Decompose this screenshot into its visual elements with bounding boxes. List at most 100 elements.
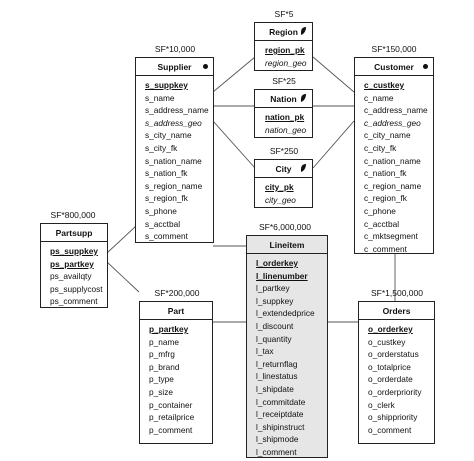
customer-field: c_city_fk (364, 142, 397, 153)
orders-title: Orders (382, 305, 411, 316)
orders-scale-label: SF*1,500,000 (371, 288, 423, 298)
link-customer-region (312, 56, 355, 93)
part-scale-label: SF*200,000 (154, 288, 200, 298)
orders-field: o_orderpriority (368, 386, 422, 397)
customer-field: c_nation_fk (364, 168, 407, 179)
region-scale-label: SF*5 (274, 9, 294, 19)
city-field: city_pk (265, 182, 294, 192)
customer-field: c_region_fk (364, 193, 407, 204)
customer-field: c_mktsegment (364, 231, 418, 242)
region-table: Region region_pk region_geo (254, 22, 313, 71)
lineitem-field: l_receiptdate (256, 409, 304, 420)
supplier-field: s_suppkey (145, 80, 188, 90)
part-field: p_container (149, 399, 193, 410)
lineitem-field: l_partkey (256, 283, 290, 294)
nation-scale-label: SF*25 (272, 76, 296, 86)
partsupp-field: ps_supplycost (50, 283, 103, 294)
partsupp-title: Partsupp (55, 227, 93, 238)
nation-field: nation_geo (265, 124, 307, 135)
lineitem-field: l_orderkey (256, 258, 298, 268)
region-field: region_geo (265, 57, 307, 68)
nation-table: Nation nation_pk nation_geo (254, 89, 313, 138)
orders-field: o_clerk (368, 399, 395, 410)
part-header: Part (140, 302, 212, 320)
customer-field: c_custkey (364, 80, 405, 90)
lineitem-field: l_shipmode (256, 434, 299, 445)
lineitem-header: Lineitem (247, 236, 327, 254)
region-header: Region (255, 23, 312, 41)
partsupp-field: ps_availqty (50, 271, 92, 282)
region-title: Region (269, 26, 298, 37)
customer-field: c_address_name (364, 105, 428, 116)
supplier-field: s_address_geo (145, 117, 202, 128)
part-field: p_type (149, 374, 174, 385)
supplier-field: s_nation_name (145, 155, 202, 166)
lineitem-field: l_linestatus (256, 371, 298, 382)
nation-header: Nation (255, 90, 312, 108)
link-partsupp-supplier (106, 225, 137, 254)
leaf-icon (300, 94, 307, 103)
lineitem-field: l_quantity (256, 333, 292, 344)
customer-table: Customer c_custkey c_name c_address_name c_… (354, 57, 434, 254)
nation-fields: nation_pk nation_geo (255, 108, 312, 136)
customer-field: c_acctbal (364, 218, 400, 229)
orders-field: o_comment (368, 424, 412, 435)
lineitem-scale-label: SF*6,000,000 (259, 222, 311, 232)
city-title: City (275, 163, 292, 174)
supplier-field: s_nation_fk (145, 168, 188, 179)
customer-field: c_comment (364, 243, 407, 254)
dot-icon (423, 64, 428, 69)
orders-field: o_orderkey (368, 324, 413, 334)
partsupp-field: ps_suppkey (50, 246, 98, 256)
part-title: Part (167, 305, 185, 316)
supplier-field: s_comment (145, 231, 188, 242)
city-header: City (255, 160, 312, 178)
nation-title: Nation (270, 93, 297, 104)
supplier-field: s_address_name (145, 105, 209, 116)
supplier-field: s_city_name (145, 130, 192, 141)
orders-field: o_totalprice (368, 361, 411, 372)
lineitem-title: Lineitem (269, 239, 305, 250)
nation-field: nation_pk (265, 112, 305, 122)
leaf-icon (300, 164, 307, 173)
orders-field: o_orderstatus (368, 349, 419, 360)
part-field: p_retailprice (149, 412, 195, 423)
lineitem-field: l_tax (256, 346, 274, 357)
customer-field: c_name (364, 92, 394, 103)
link-supplier-region (212, 56, 256, 93)
lineitem-field: l_linenumber (256, 270, 308, 281)
lineitem-table: Lineitem l_orderkey l_linenumber l_partkey… (246, 235, 328, 458)
lineitem-field: l_shipinstruct (256, 421, 305, 432)
customer-field: c_phone (364, 205, 396, 216)
supplier-field: s_city_fk (145, 142, 178, 153)
link-partsupp-part (106, 261, 140, 293)
supplier-scale-label: SF*10,000 (154, 44, 196, 54)
customer-title: Customer (374, 61, 414, 72)
customer-field: c_nation_name (364, 155, 421, 166)
leaf-icon (300, 27, 307, 36)
region-field: region_pk (265, 45, 305, 55)
orders-header: Orders (359, 302, 434, 320)
lineitem-field: l_returnflag (256, 358, 298, 369)
part-field: p_size (149, 386, 173, 397)
part-field: p_comment (149, 424, 193, 435)
supplier-field: s_region_name (145, 180, 203, 191)
orders-field: o_custkey (368, 336, 406, 347)
part-field: p_name (149, 336, 179, 347)
orders-field: o_orderdate (368, 374, 413, 385)
region-fields: region_pk region_geo (255, 41, 312, 69)
part-field: p_mfrg (149, 349, 175, 360)
customer-scale-label: SF*150,000 (371, 44, 417, 54)
